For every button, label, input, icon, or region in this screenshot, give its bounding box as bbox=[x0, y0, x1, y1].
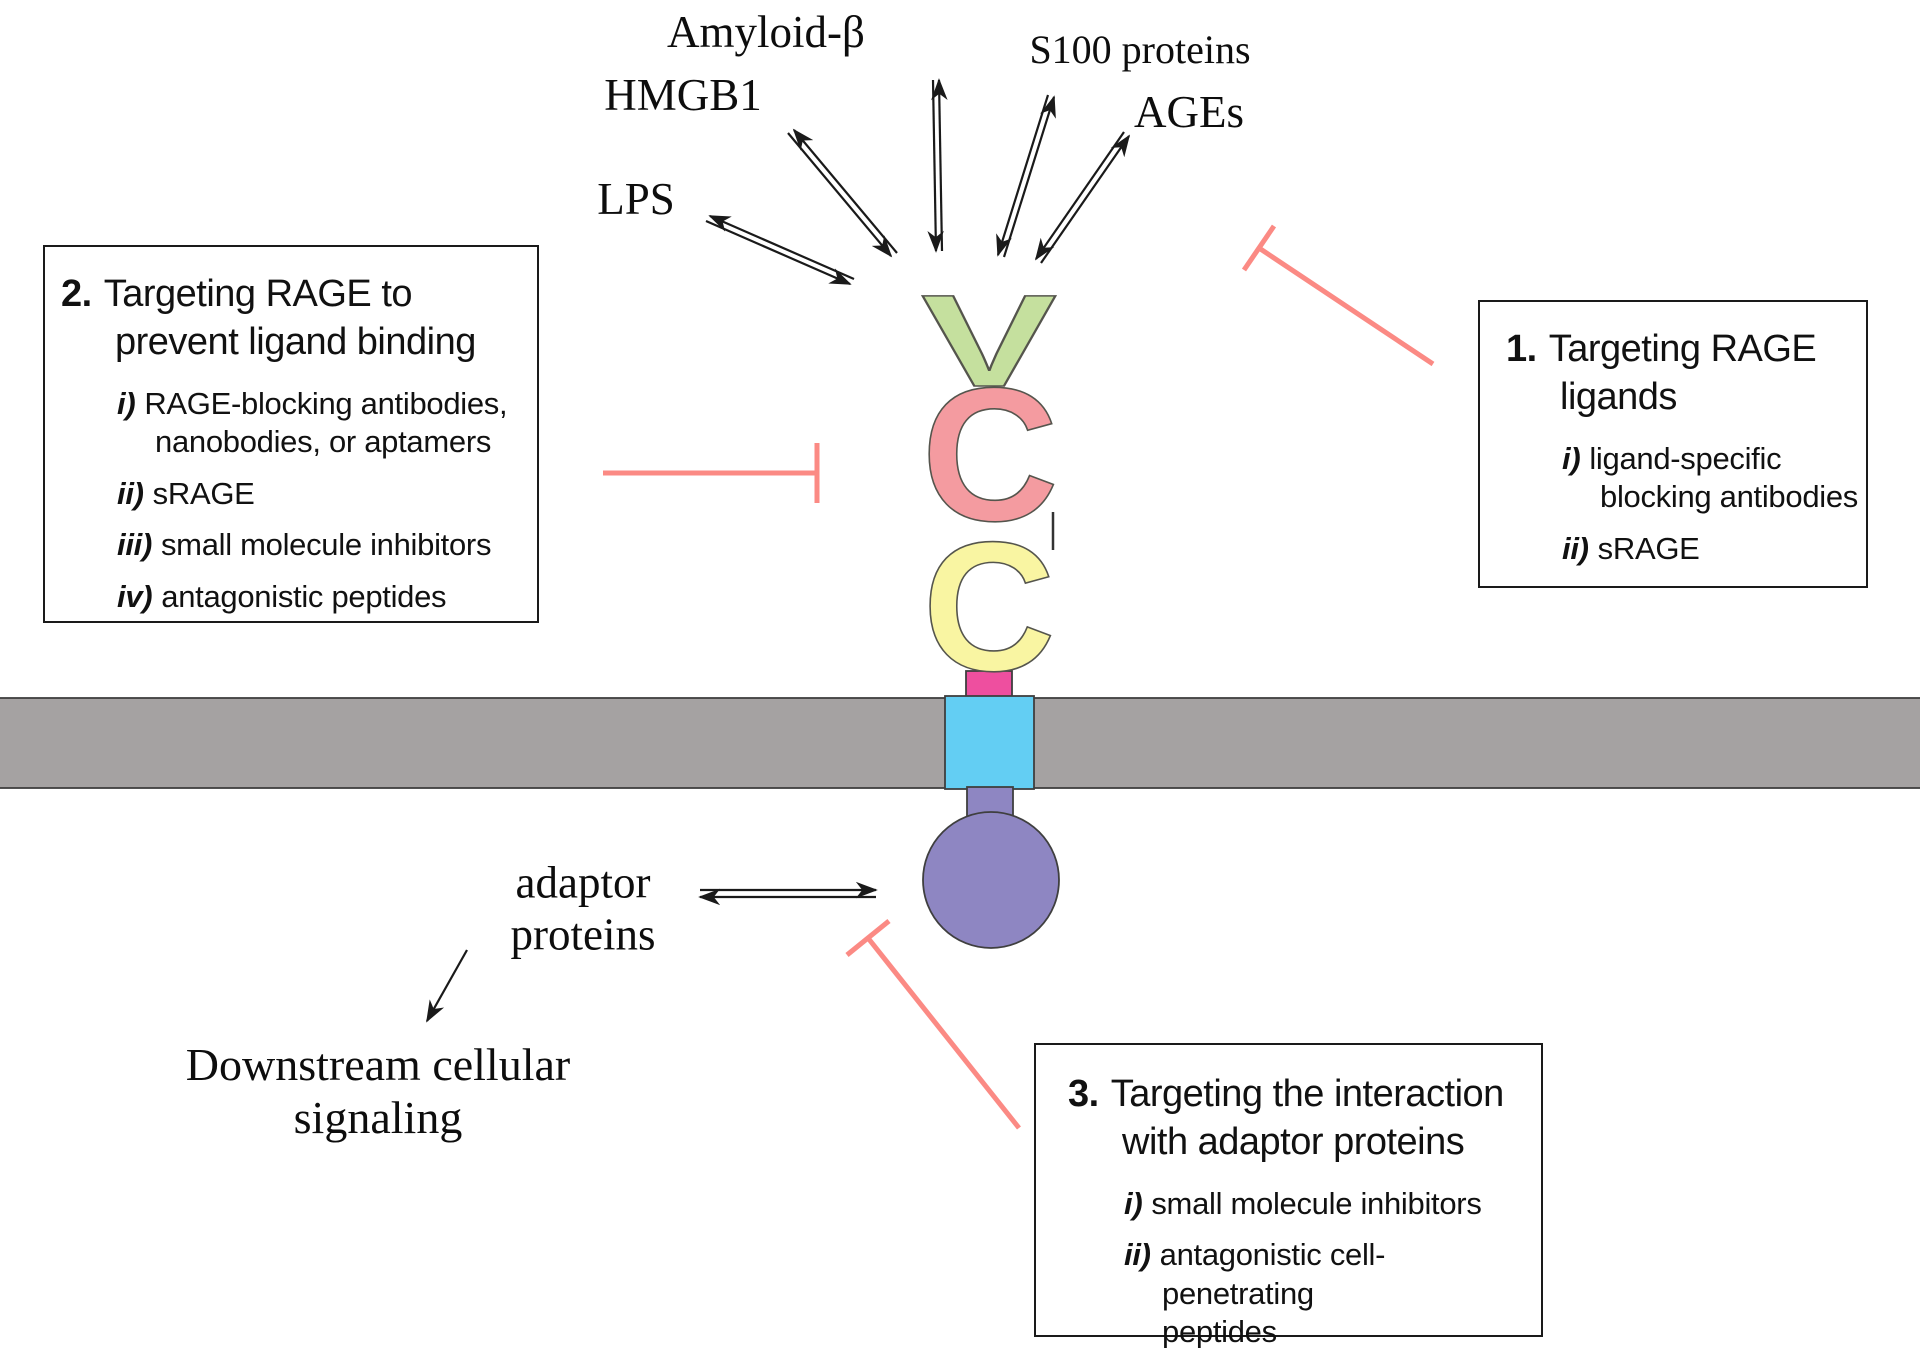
v-domain: V bbox=[921, 268, 1056, 414]
box1-title: 1.Targeting RAGE ligands bbox=[1506, 328, 1817, 418]
adaptor-proteins-label: adaptor proteins bbox=[510, 857, 656, 959]
lps-binding-arrow bbox=[705, 214, 855, 286]
box1-items: i)ligand-specific blocking antibodies ii… bbox=[1562, 440, 1858, 568]
c2-domain: C bbox=[923, 503, 1056, 709]
s100-binding-arrow bbox=[996, 94, 1056, 258]
ligand-label-hmgb1: HMGB1 bbox=[604, 70, 762, 121]
inhibition-bar-box1 bbox=[1241, 224, 1435, 367]
box2-items: i)RAGE-blocking antibodies, nanobodies, … bbox=[117, 385, 533, 616]
box2-title: 2.Targeting RAGE to prevent ligand bindi… bbox=[61, 273, 476, 363]
cytoplasmic-tail bbox=[922, 811, 1060, 949]
ligand-label-amyloid-beta: Amyloid-β bbox=[667, 7, 865, 58]
amyloid-binding-arrow bbox=[927, 78, 948, 253]
transmembrane-domain bbox=[944, 695, 1035, 790]
ligand-label-ages: AGEs bbox=[1134, 87, 1244, 138]
list-item: i)ligand-specific blocking antibodies bbox=[1562, 440, 1858, 515]
rage-receptor: V C C bbox=[920, 267, 1060, 949]
list-item: iv)antagonistic peptides bbox=[117, 578, 447, 614]
ligand-binding-arrows bbox=[426, 78, 1131, 1023]
adaptor-binding-arrow bbox=[698, 881, 878, 906]
stalk-segment bbox=[965, 670, 1013, 700]
ages-binding-arrow bbox=[1034, 131, 1131, 264]
box3-title: 3.Targeting the interaction with adaptor… bbox=[1068, 1073, 1504, 1163]
box1-number: 1. bbox=[1506, 328, 1537, 370]
box2-number: 2. bbox=[61, 273, 92, 315]
box3-number: 3. bbox=[1068, 1073, 1099, 1115]
hmgb1-binding-arrow bbox=[787, 128, 898, 258]
inhibition-bar-box2 bbox=[603, 443, 820, 503]
list-item: iii)small molecule inhibitors bbox=[117, 527, 492, 563]
strategy-box-1: 1.Targeting RAGE ligands i)ligand-specif… bbox=[1478, 300, 1868, 588]
ligand-label-lps: LPS bbox=[597, 174, 675, 225]
ligand-label-s100-proteins: S100 proteins bbox=[1029, 27, 1251, 72]
inhibition-bar-box3 bbox=[845, 919, 1021, 1130]
strategy-box-2: 2.Targeting RAGE to prevent ligand bindi… bbox=[43, 245, 539, 623]
downstream-signaling-label: Downstream cellular signaling bbox=[185, 1039, 571, 1143]
downstream-signaling-arrow bbox=[426, 949, 468, 1023]
c1-domain: C bbox=[921, 349, 1058, 561]
list-item: ii)antagonistic cell-penetrating peptide… bbox=[1124, 1237, 1386, 1348]
box3-items: i)small molecule inhibitors ii)antagonis… bbox=[1124, 1185, 1533, 1348]
list-item: ii)sRAGE bbox=[1562, 530, 1700, 566]
list-item: i)RAGE-blocking antibodies, nanobodies, … bbox=[117, 385, 508, 460]
inhibition-lines bbox=[603, 224, 1435, 1130]
strategy-box-3: 3.Targeting the interaction with adaptor… bbox=[1034, 1043, 1543, 1348]
list-item: i)small molecule inhibitors bbox=[1124, 1185, 1482, 1221]
list-item: ii)sRAGE bbox=[117, 475, 255, 511]
